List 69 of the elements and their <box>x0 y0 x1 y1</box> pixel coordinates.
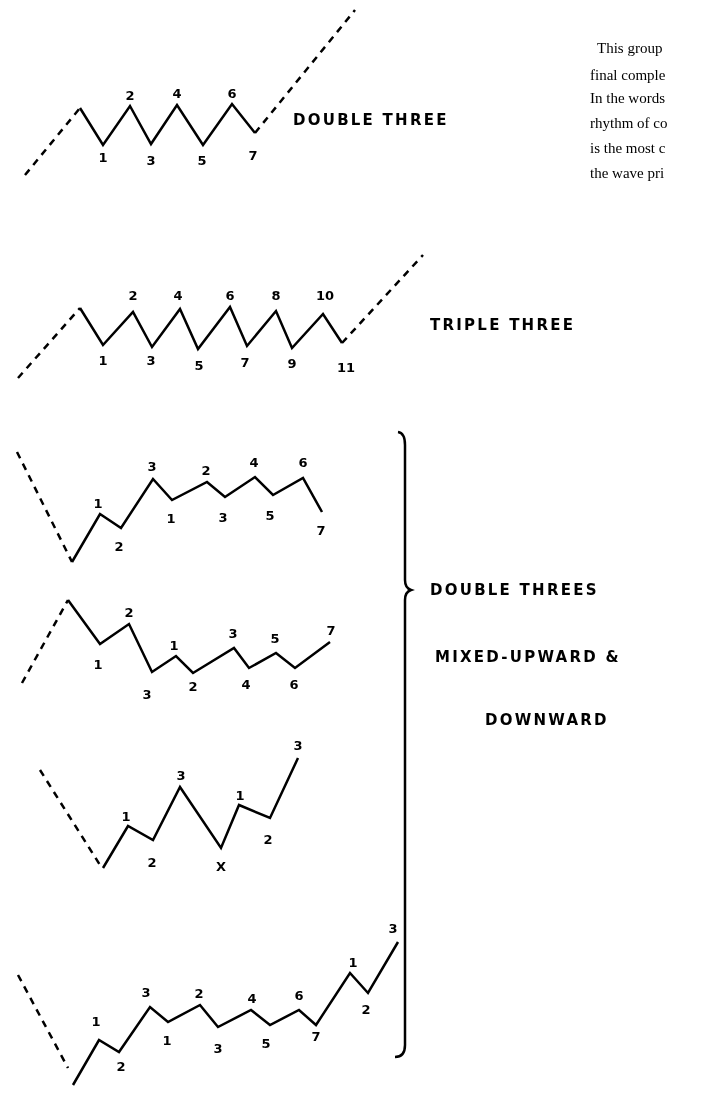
wave-number: 11 <box>336 360 356 374</box>
wave-number: 4 <box>173 288 183 302</box>
wave-number: 1 <box>235 788 245 802</box>
wave-number: 4 <box>249 455 259 469</box>
wave-number: 3 <box>176 768 186 782</box>
wave-number: 1 <box>348 955 358 969</box>
wave-number: 1 <box>169 638 179 652</box>
wave-number: 2 <box>201 463 211 477</box>
description-text: the wave pri <box>590 165 665 181</box>
wave-number: 5 <box>261 1036 271 1050</box>
wave-number: 1 <box>93 657 103 671</box>
wave-number: 2 <box>128 288 138 302</box>
wave-number: 5 <box>194 358 204 372</box>
wave-number: 3 <box>141 985 151 999</box>
wave-number: 3 <box>293 738 303 752</box>
wave-number: 2 <box>194 986 204 1000</box>
wave-number: 2 <box>114 539 124 553</box>
pattern-title: TRIPLE THREE <box>430 317 576 333</box>
wave-number: 1 <box>98 150 108 164</box>
wave-number: 7 <box>316 523 326 537</box>
wave-number: 6 <box>294 988 304 1002</box>
description-text: In the words <box>590 90 665 106</box>
wave-number: 3 <box>388 921 398 935</box>
description-text: is the most c <box>590 140 666 156</box>
wave-number: 7 <box>311 1029 321 1043</box>
wave-number: 9 <box>287 356 297 370</box>
wave-number: 3 <box>146 153 156 167</box>
wave-number: 3 <box>228 626 238 640</box>
wave-number: 2 <box>147 855 157 869</box>
wave-number: 2 <box>124 605 134 619</box>
wave-number: 3 <box>142 687 152 701</box>
wave-number: 5 <box>197 153 207 167</box>
wave-number: 7 <box>240 355 250 369</box>
wave-number: 2 <box>188 679 198 693</box>
wave-number: 4 <box>172 86 182 100</box>
wave-number: 10 <box>315 288 335 302</box>
wave-number: 6 <box>298 455 308 469</box>
pattern-title: DOUBLE THREES <box>430 582 599 598</box>
wave-number: 3 <box>146 353 156 367</box>
wave-number: 5 <box>270 631 280 645</box>
description-text: rhythm of co <box>590 115 668 131</box>
wave-number: 1 <box>166 511 176 525</box>
pattern-title: DOUBLE THREE <box>293 112 449 128</box>
wave-number: 7 <box>326 623 336 637</box>
wave-number: 1 <box>98 353 108 367</box>
wave-number: 2 <box>361 1002 371 1016</box>
wave-number: 1 <box>121 809 131 823</box>
wave-number: 2 <box>125 88 135 102</box>
wave-number: 6 <box>227 86 237 100</box>
wave-number: 7 <box>248 148 258 162</box>
wave-number: 8 <box>271 288 281 302</box>
wave-number: 6 <box>225 288 235 302</box>
wave-number: 2 <box>116 1059 126 1073</box>
wave-number: 4 <box>247 991 257 1005</box>
wave-number: 1 <box>93 496 103 510</box>
wave-number: 5 <box>265 508 275 522</box>
wave-number: 3 <box>218 510 228 524</box>
pattern-title: DOWNWARD <box>485 712 609 728</box>
wave-number: 2 <box>263 832 273 846</box>
wave-number: 3 <box>147 459 157 473</box>
wave-number: 1 <box>91 1014 101 1028</box>
wave-number: 3 <box>213 1041 223 1055</box>
wave-number: 1 <box>162 1033 172 1047</box>
wave-number: 4 <box>241 677 251 691</box>
wave-number: 6 <box>289 677 299 691</box>
wave-number: X <box>216 859 226 873</box>
description-text: final comple <box>590 67 666 83</box>
pattern-title: MIXED-UPWARD & <box>435 649 621 665</box>
description-text: This group <box>597 40 663 56</box>
